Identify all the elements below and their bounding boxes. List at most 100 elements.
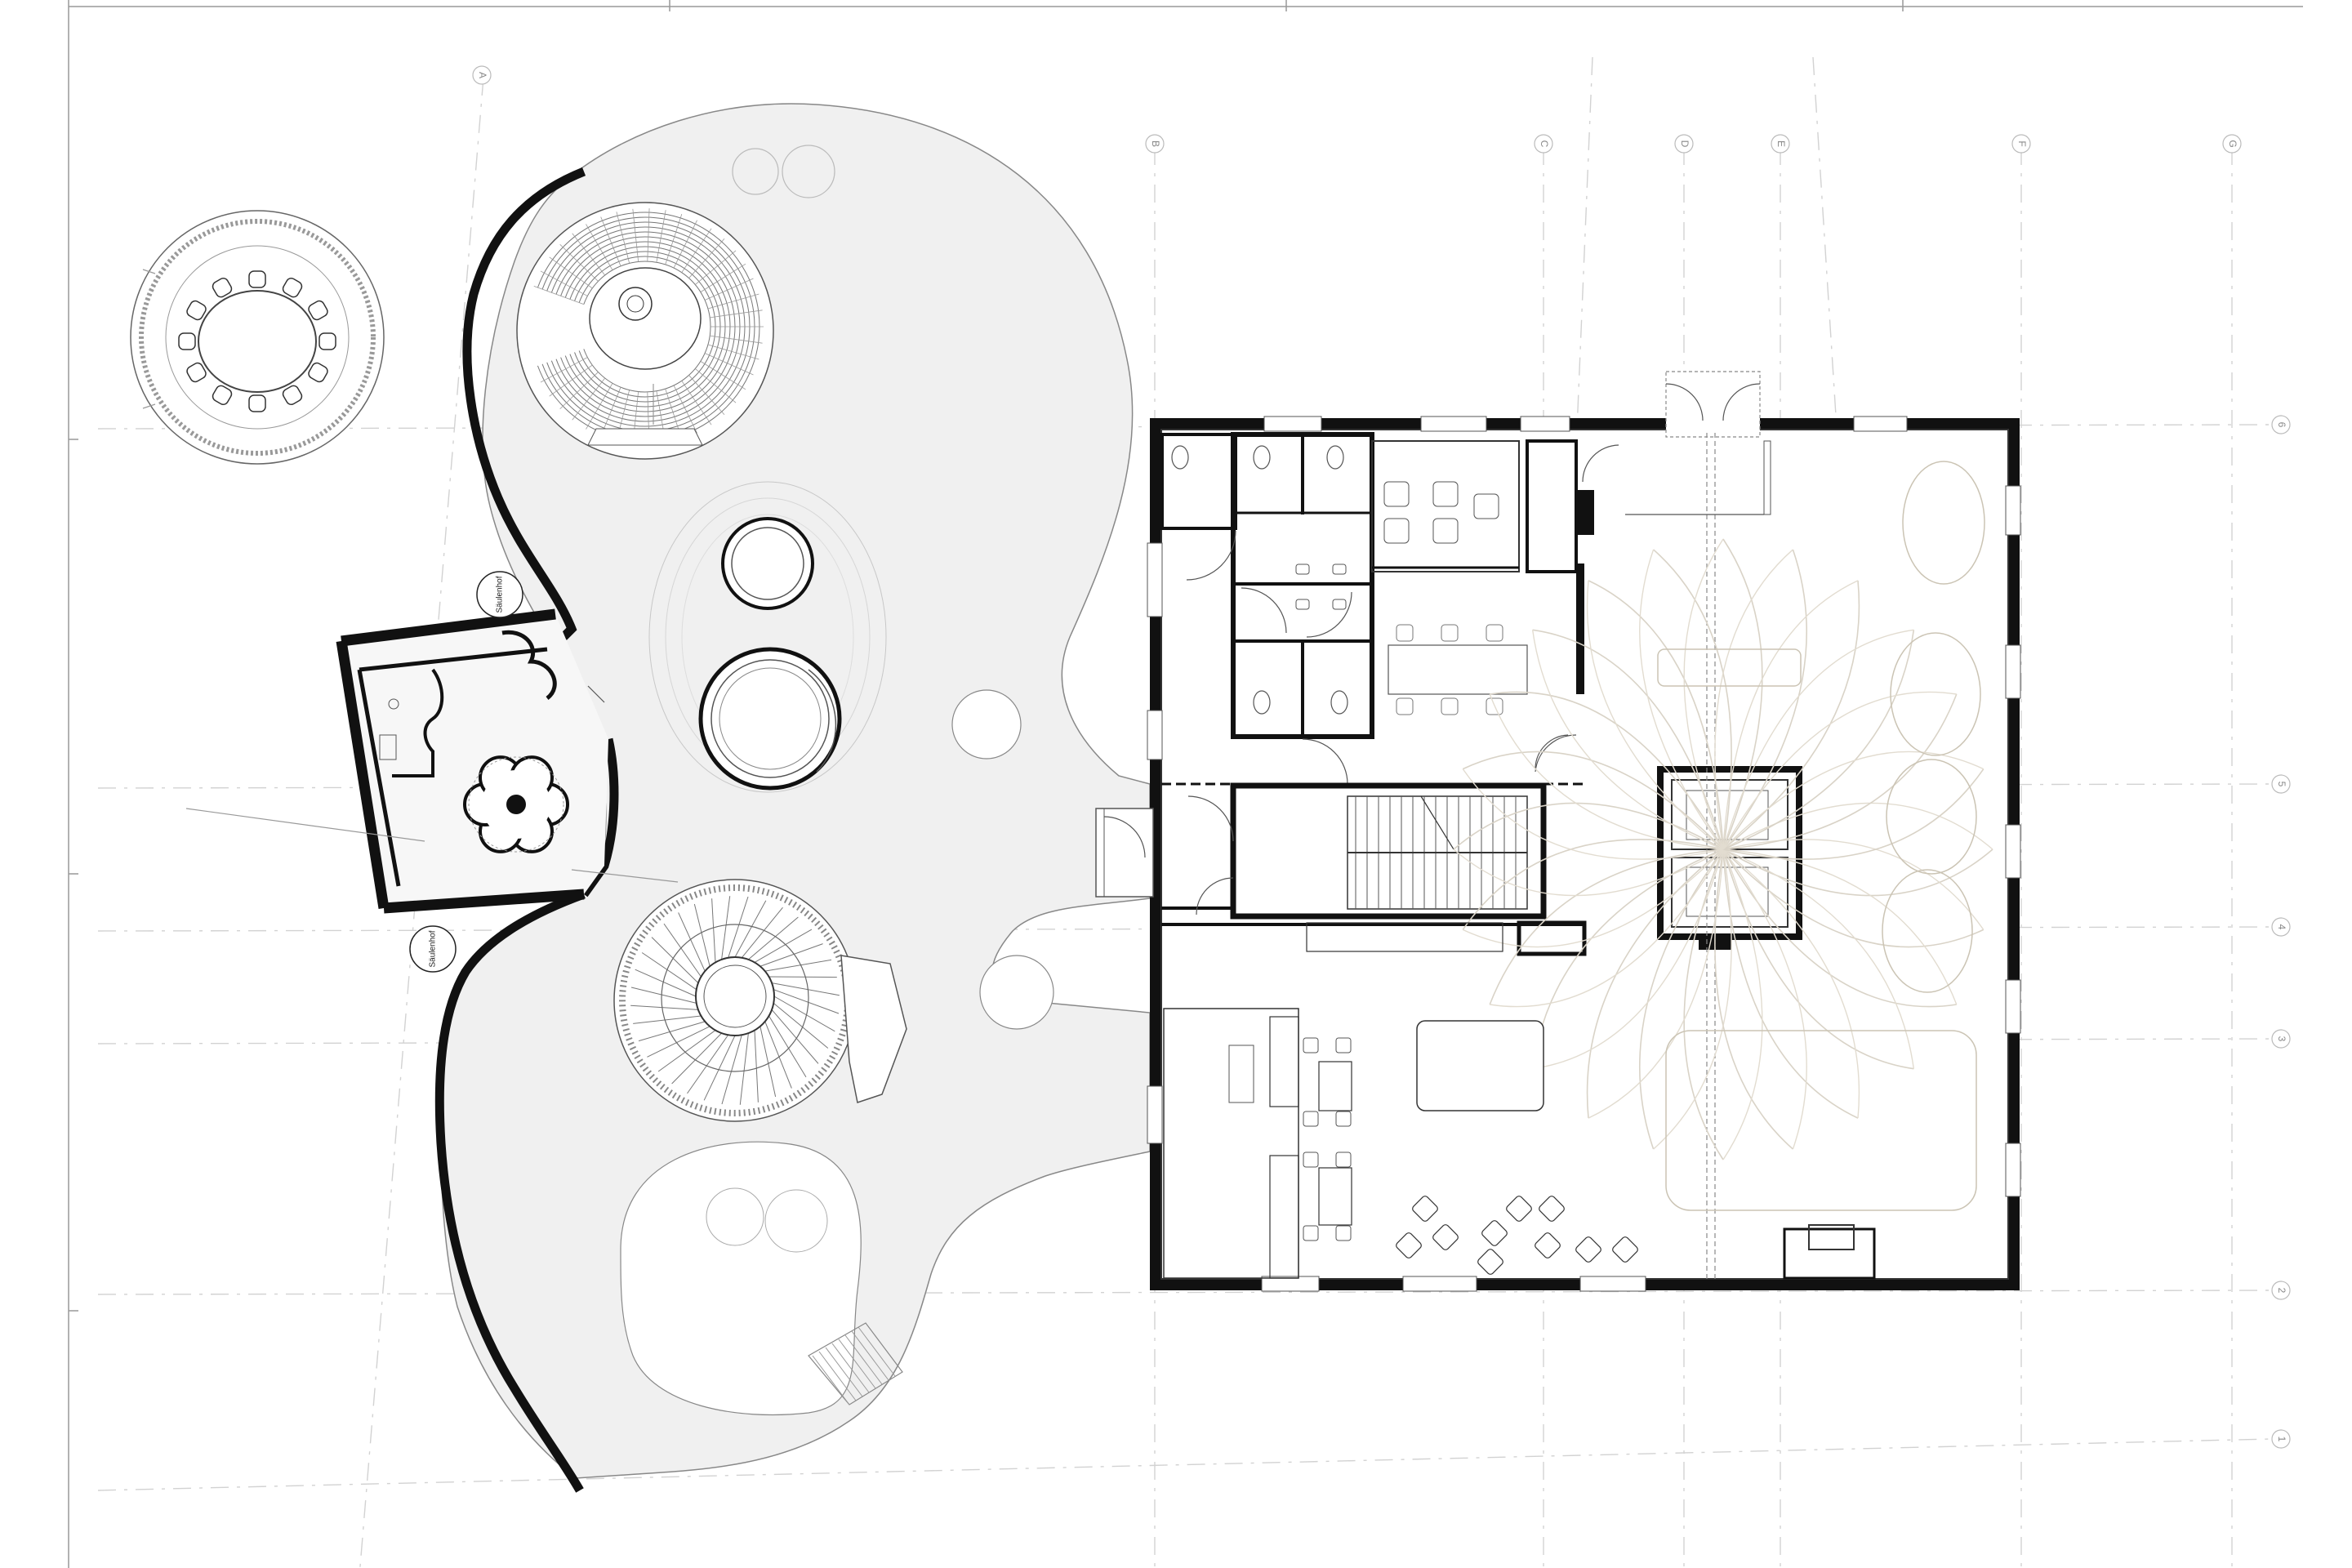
amphitheater-seat-divider	[707, 293, 760, 310]
spiral-step	[773, 996, 835, 1032]
pavilion-chair	[212, 277, 233, 298]
entry-step	[838, 1339, 876, 1389]
radial-rib	[1490, 849, 1724, 1008]
amphitheater-seat-divider	[586, 383, 613, 430]
grid-bubble-1: 1	[2271, 1429, 2291, 1449]
column-ring	[468, 756, 564, 853]
toilet	[1330, 690, 1348, 715]
window	[1261, 1276, 1320, 1292]
spiral-step	[773, 1002, 829, 1049]
grid-bubble-a: A	[472, 65, 492, 85]
grid-bubble-f: F	[2011, 134, 2031, 154]
amphitheater-seat-divider	[572, 233, 606, 276]
amphitheater-seat-divider	[681, 228, 712, 273]
toilet	[1253, 445, 1271, 470]
radial-rib	[1531, 630, 1724, 850]
amphitheater-seat-divider	[549, 256, 593, 289]
desk-chair	[1486, 624, 1503, 642]
lounge-chair	[1539, 1196, 1565, 1222]
pavilion-chair	[318, 332, 336, 350]
dining-chair	[1303, 1037, 1319, 1054]
spiral-step	[703, 1035, 736, 1101]
spiral-step	[768, 1015, 807, 1078]
radial-rib	[1639, 549, 1724, 850]
amphitheater-seat-divider	[600, 216, 621, 266]
pavilion-chair	[308, 300, 328, 321]
spiral-step	[741, 906, 783, 959]
radial-rib	[1586, 580, 1724, 850]
amphitheater-seat-divider	[695, 368, 737, 403]
spiral-step	[768, 976, 837, 978]
pavilion-chair	[178, 332, 196, 350]
grid-bubble-2: 2	[2271, 1281, 2291, 1300]
amphitheater-seat-divider	[533, 286, 584, 305]
spiral-step	[687, 1034, 729, 1094]
entry-step	[851, 1330, 889, 1381]
spiral-step	[721, 1035, 742, 1105]
spiral-step	[728, 896, 749, 958]
sheet-frame	[68, 0, 2303, 1568]
grid-label-d: D	[1679, 140, 1690, 148]
lower-lawn	[620, 1141, 862, 1416]
dining-chair	[1303, 1111, 1319, 1127]
amphitheater-seat-divider	[656, 210, 666, 263]
amphitheater-seat-divider	[704, 278, 754, 301]
dining-table	[1318, 1061, 1352, 1111]
lounge-chair	[1477, 1249, 1503, 1275]
radial-rib	[1462, 768, 1724, 860]
grid-label-f: F	[2016, 140, 2028, 146]
spiral-step	[773, 989, 840, 1014]
grid-label-2: 2	[2276, 1288, 2287, 1294]
spiral-step	[657, 1030, 716, 1072]
radial-rib	[1653, 849, 1732, 1150]
spiral-step	[663, 923, 702, 978]
radial-rib	[1653, 549, 1732, 850]
lounge-chair	[1481, 1220, 1508, 1246]
wc-fixtures	[1171, 445, 1348, 715]
grid-bubble-b: B	[1145, 134, 1165, 154]
window	[1579, 1276, 1646, 1292]
entry-step	[858, 1326, 896, 1377]
amphitheater-rotunda	[516, 145, 835, 460]
grid-label-1: 1	[2276, 1437, 2287, 1442]
dining-chair	[1335, 1111, 1352, 1127]
dining-chair	[1335, 1225, 1352, 1241]
dining-chair	[1303, 1225, 1319, 1241]
office-desk	[1388, 644, 1528, 695]
radial-rib	[1683, 538, 1724, 850]
spiral-step	[630, 1004, 698, 1010]
amphitheater-seat-divider	[700, 361, 746, 390]
lounge-chair	[1412, 1196, 1438, 1222]
curved-wall-west	[462, 167, 586, 640]
radial-rib	[1722, 849, 1984, 948]
grid-label-c: C	[1539, 140, 1550, 148]
grid-label-g: G	[2227, 140, 2238, 147]
amphitheater-seat-divider	[540, 357, 588, 383]
entry-step	[818, 1351, 857, 1401]
amphitheater-seat-divider	[586, 224, 613, 270]
entry-step	[812, 1355, 850, 1405]
pavilion-chair	[248, 394, 266, 412]
grid-bubble-4: 4	[2271, 917, 2291, 937]
dining-table	[1318, 1167, 1352, 1226]
entry-step-lines	[812, 1326, 896, 1405]
lounge-chair	[1396, 1232, 1422, 1258]
window	[1263, 416, 1322, 432]
spiral-step	[734, 900, 767, 958]
spiral-step	[764, 1021, 792, 1089]
desk-chair	[1441, 697, 1459, 715]
radial-rib	[1722, 580, 1860, 850]
amphitheater-seat-divider	[710, 310, 763, 318]
pavilion-chairs	[178, 270, 336, 412]
radial-rib	[1532, 629, 1724, 850]
dining-chair	[1335, 1152, 1352, 1168]
pavilion-chair	[186, 362, 207, 383]
column-dot	[506, 795, 526, 814]
grid-label-5: 5	[2276, 782, 2287, 787]
spiral-step	[693, 903, 710, 967]
radial-rib	[1722, 629, 1914, 850]
radial-rib	[1638, 849, 1724, 1150]
amphitheater-seat-divider	[559, 372, 599, 410]
radial-rib	[1453, 849, 1724, 897]
